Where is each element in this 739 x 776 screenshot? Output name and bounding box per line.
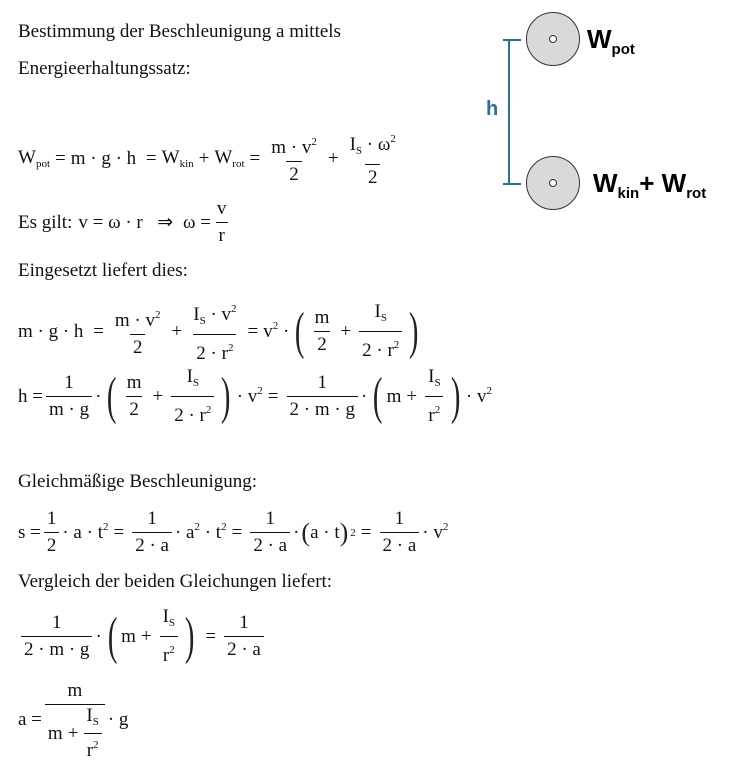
energy-diagram: h Wpot Wkin+ Wrot: [486, 8, 735, 218]
wheel-top-hub: [549, 35, 557, 43]
potential-energy-label: Wpot: [587, 24, 635, 58]
wheel-top: [526, 12, 580, 66]
es-gilt-label: Es gilt:: [18, 211, 73, 233]
intro-line-2: Energieerhaltungssatz:: [18, 58, 191, 79]
gleichmaessig-label: Gleichmäßige Beschleunigung:: [18, 471, 258, 492]
eingesetzt-label: Eingesetzt liefert dies:: [18, 260, 188, 281]
intro-line-1: Bestimmung der Beschleunigung a mittels: [18, 21, 341, 42]
wheel-bottom: [526, 156, 580, 210]
kinetic-rotational-energy-label: Wkin+ Wrot: [593, 168, 707, 202]
height-label: h: [486, 98, 499, 120]
wheel-bottom-hub: [549, 179, 557, 187]
vergleich-label: Vergleich der beiden Gleichungen liefert…: [18, 571, 333, 592]
height-bracket: [503, 39, 521, 185]
